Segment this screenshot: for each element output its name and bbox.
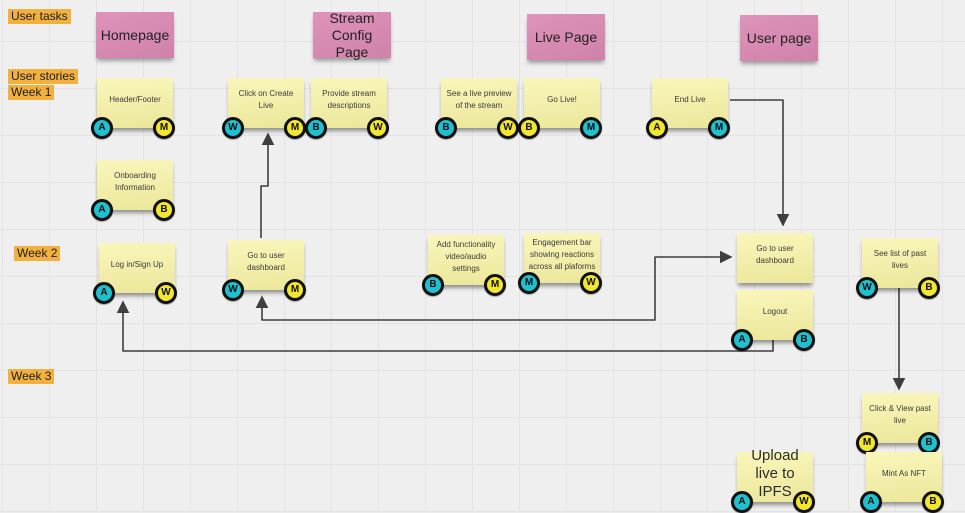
author-avatar-w: W — [856, 277, 878, 299]
story-note-label: End Live — [674, 95, 706, 104]
author-avatar-w: W — [367, 117, 389, 139]
author-avatar-b: B — [918, 432, 940, 454]
author-avatar-m: M — [580, 117, 602, 139]
author-avatar-m: M — [856, 432, 878, 454]
story-note-label: Mint As NFT — [881, 469, 926, 478]
story-note-label: Go to user dashboard — [247, 251, 285, 272]
story-note-label: Go to user dashboard — [756, 244, 794, 265]
author-avatar-b: B — [793, 329, 815, 351]
page-note-user-page[interactable]: User page — [740, 15, 818, 61]
story-note-label: Log in/Sign Up — [110, 260, 164, 269]
page-note-stream-config-page[interactable]: Stream Config Page — [313, 9, 391, 60]
author-avatar-m: M — [708, 117, 730, 139]
author-avatar-m: M — [518, 272, 540, 294]
page-note-label: Stream Config Page — [329, 9, 375, 60]
author-avatar-b: B — [305, 117, 327, 139]
story-note-dashboard-right[interactable]: Go to user dashboard — [737, 233, 813, 283]
author-avatar-a: A — [731, 491, 753, 513]
author-avatar-w: W — [222, 117, 244, 139]
author-avatar-w: W — [497, 117, 519, 139]
author-avatar-b: B — [922, 491, 944, 513]
row-label-week-3: Week 3 — [8, 369, 55, 384]
author-avatar-a: A — [91, 199, 113, 221]
row-label-user-stories: User stories — [8, 69, 79, 84]
author-avatar-w: W — [793, 491, 815, 513]
page-note-homepage[interactable]: Homepage — [96, 12, 174, 58]
connector-end-live-to-dashboard[interactable] — [730, 99, 790, 227]
story-note-label: Click on Create Live — [238, 89, 294, 110]
story-note-label: See list of past lives — [873, 249, 927, 270]
author-avatar-m: M — [284, 279, 306, 301]
story-note-label: Provide stream descriptions — [322, 89, 376, 110]
story-note-label: Add functionality video/audio settings — [436, 240, 496, 273]
connector-logout-to-login[interactable] — [116, 300, 774, 352]
author-avatar-m: M — [484, 274, 506, 296]
story-note-label: Logout — [762, 307, 788, 316]
author-avatar-w: W — [580, 272, 602, 294]
story-note-label: Engagement bar showing reactions across … — [528, 238, 596, 271]
story-note-label: Click & View past live — [869, 404, 931, 425]
author-avatar-b: B — [153, 199, 175, 221]
author-avatar-b: B — [518, 117, 540, 139]
page-note-label: Homepage — [100, 26, 170, 43]
story-note-login-signup[interactable]: Log in/Sign Up A W — [93, 243, 177, 304]
author-avatar-w: W — [155, 282, 177, 304]
author-avatar-a: A — [731, 329, 753, 351]
connector-dashboard-to-create-live[interactable] — [260, 132, 275, 238]
story-note-engagement-bar[interactable]: Engagement bar showing reactions across … — [518, 233, 602, 294]
story-note-label: Onboarding Information — [114, 171, 156, 192]
author-avatar-b: B — [918, 277, 940, 299]
story-note-label: See a live preview of the stream — [446, 89, 512, 110]
story-note-label: Upload live to IPFS — [751, 447, 799, 500]
author-avatar-m: M — [153, 117, 175, 139]
row-label-user-tasks: User tasks — [8, 9, 71, 24]
author-avatar-w: W — [222, 279, 244, 301]
author-avatar-b: B — [422, 274, 444, 296]
author-avatar-a: A — [93, 282, 115, 304]
row-label-week-1: Week 1 — [8, 85, 55, 100]
story-note-mint-nft[interactable]: Mint As NFT A B — [860, 452, 944, 513]
author-avatar-m: M — [284, 117, 306, 139]
author-avatar-a: A — [91, 117, 113, 139]
story-note-label: Go Live! — [547, 95, 577, 104]
author-avatar-a: A — [646, 117, 668, 139]
row-label-week-2: Week 2 — [14, 246, 61, 261]
author-avatar-b: B — [435, 117, 457, 139]
story-note-label: Header/Footer — [109, 95, 161, 104]
page-note-label: User page — [746, 29, 812, 46]
author-avatar-a: A — [860, 491, 882, 513]
story-note-go-live[interactable]: Go Live! B M — [518, 78, 602, 139]
page-note-live-page[interactable]: Live Page — [527, 14, 605, 60]
page-note-label: Live Page — [534, 28, 598, 45]
